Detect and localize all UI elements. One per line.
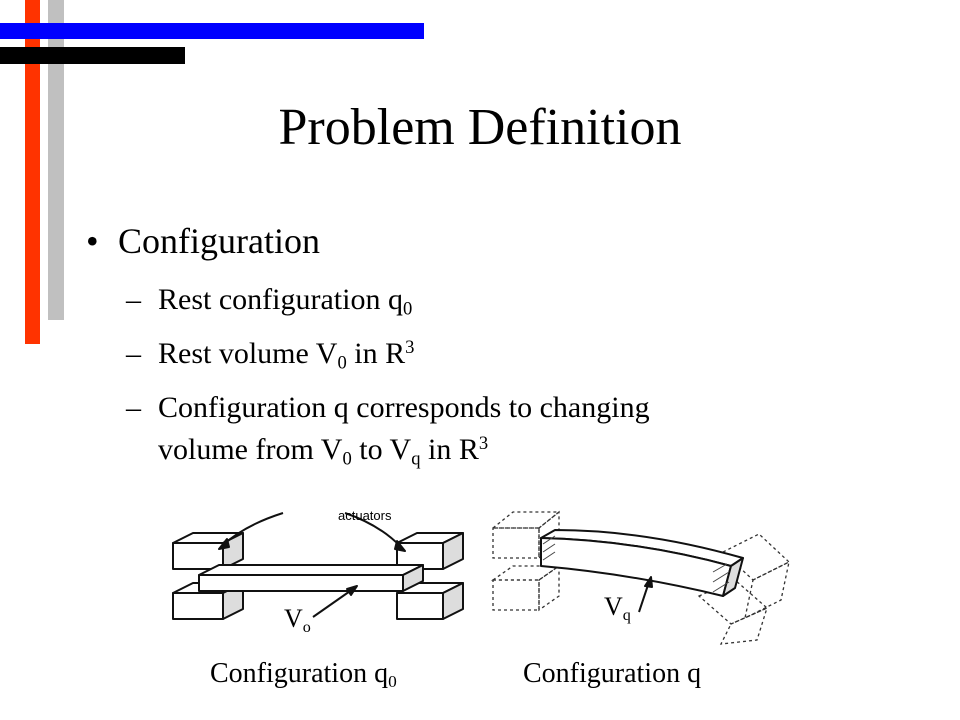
bullet-configuration: • Configuration (86, 218, 320, 264)
sub-item-text: in R (420, 433, 479, 466)
actuators-label: actuators (338, 508, 392, 523)
subscript: 0 (337, 352, 347, 374)
sub-item-rest-configuration: –Rest configuration q0 (126, 280, 412, 320)
subscript: q (411, 448, 421, 470)
sub-item-rest-volume: –Rest volume V0 in R3 (126, 334, 414, 374)
caption-text: Configuration q (210, 658, 389, 689)
superscript: 3 (478, 432, 489, 454)
deformed-configuration-figure (490, 510, 791, 645)
sub-item-text: Rest configuration q (158, 283, 403, 316)
bullet-text: Configuration (118, 221, 320, 261)
decor-black-bar (0, 47, 185, 64)
decor-red-bar (25, 0, 40, 344)
volume-label-deformed: Vq (604, 592, 631, 624)
volume-subscript: o (302, 618, 311, 636)
caption-rest: Configuration q0 (210, 656, 397, 692)
subscript: 0 (342, 448, 352, 470)
sub-item-text: volume from V (158, 433, 343, 466)
volume-symbol: V (604, 592, 623, 621)
sub-item-text: Rest volume V (158, 337, 338, 370)
slide-title: Problem Definition (278, 99, 682, 156)
bullet-dot: • (86, 221, 99, 261)
sub-item-volume-change: volume from V0 to Vq in R3 (126, 430, 488, 470)
superscript: 3 (405, 336, 415, 358)
volume-subscript: q (622, 606, 631, 624)
volume-symbol: V (284, 604, 303, 633)
rest-configuration-figure (172, 512, 464, 620)
volume-label-rest: Vo (284, 604, 311, 636)
caption-subscript: 0 (388, 672, 397, 692)
dash: – (126, 283, 141, 316)
dash: – (126, 337, 141, 370)
decor-gray-bar (48, 0, 64, 320)
sub-item-text: Configuration q corresponds to changing (158, 391, 650, 424)
decor-blue-bar (0, 23, 424, 39)
subscript: 0 (402, 298, 413, 320)
caption-deformed: Configuration q (523, 658, 702, 689)
sub-item-text: to V (351, 433, 412, 466)
sub-item-configuration-q: –Configuration q corresponds to changing (126, 388, 650, 428)
dash: – (126, 391, 141, 424)
sub-item-text: in R (346, 337, 406, 370)
